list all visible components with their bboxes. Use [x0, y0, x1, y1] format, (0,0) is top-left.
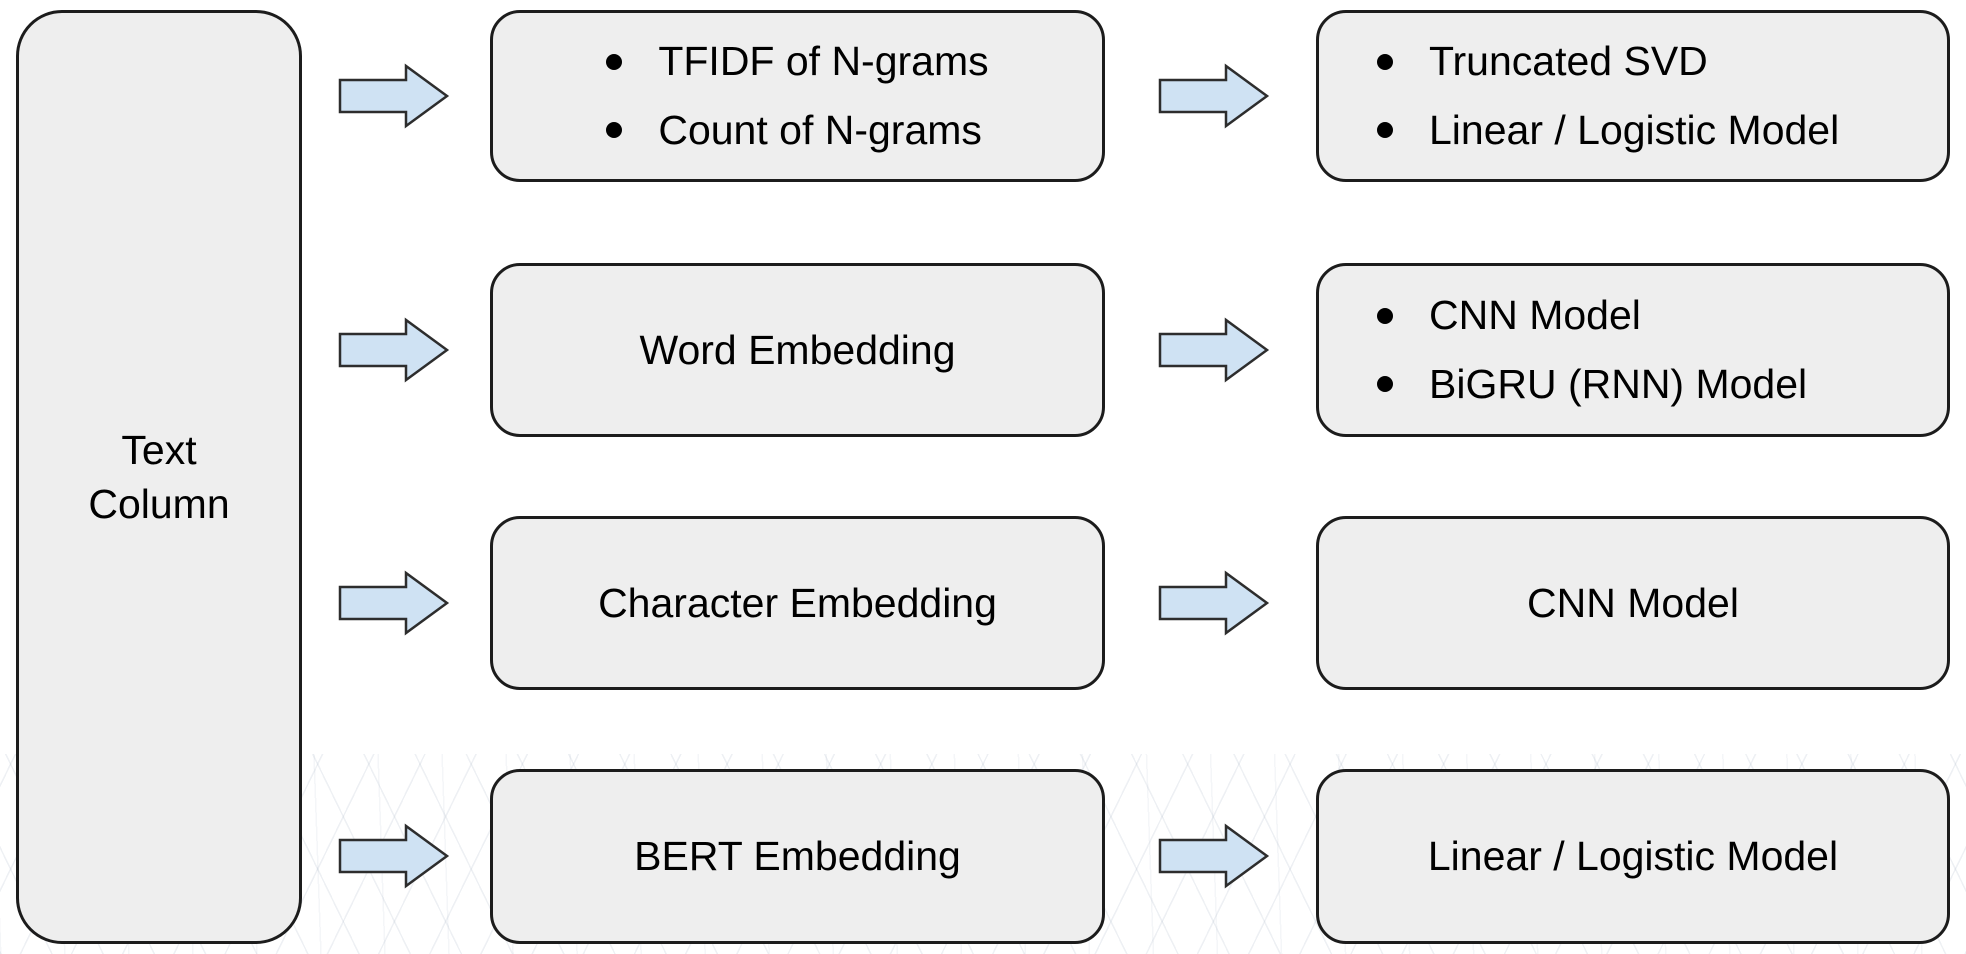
feature-box-character-embedding: Character Embedding — [490, 516, 1105, 690]
arrow-right-icon — [338, 63, 450, 129]
feature-box-ngrams: TFIDF of N-grams Count of N-grams — [490, 10, 1105, 182]
model-label: Linear / Logistic Model — [1427, 833, 1839, 880]
bullet-label: CNN Model — [1429, 292, 1641, 339]
arrow-right-icon — [338, 317, 450, 383]
bullet-label: TFIDF of N-grams — [658, 38, 989, 85]
arrow-right-icon — [338, 63, 450, 129]
model-box-cnn: CNN Model — [1316, 516, 1950, 690]
bullet-label: Truncated SVD — [1429, 38, 1708, 85]
list-item: Truncated SVD — [1377, 34, 1839, 89]
arrow-right-icon — [338, 570, 450, 636]
bullet-label: BiGRU (RNN) Model — [1429, 361, 1808, 407]
list-item: TFIDF of N-grams — [606, 34, 989, 89]
bullet-icon — [1377, 122, 1393, 139]
arrow-right-icon — [1158, 823, 1270, 889]
bullet-icon — [1377, 376, 1393, 393]
list-item: Count of N-grams — [606, 103, 988, 158]
feature-box-word-embedding: Word Embedding — [490, 263, 1105, 437]
arrow-right-icon — [1158, 63, 1270, 129]
arrow-right-icon — [1158, 823, 1270, 889]
arrow-right-icon — [338, 317, 450, 383]
arrow-right-icon — [1158, 570, 1270, 636]
bullet-icon — [606, 53, 623, 70]
arrow-right-icon — [338, 570, 450, 636]
text-column-label: Text Column — [88, 426, 230, 527]
model-box-svd-linear: Truncated SVD Linear / Logistic Model — [1316, 10, 1950, 182]
bullet-icon — [1377, 307, 1393, 324]
arrow-right-icon — [338, 823, 450, 889]
arrow-right-icon — [1158, 63, 1270, 129]
arrow-right-icon — [1158, 317, 1270, 383]
feature-label: Word Embedding — [639, 326, 956, 373]
bullet-icon — [606, 122, 623, 139]
feature-label: Character Embedding — [598, 579, 997, 626]
arrow-right-icon — [1158, 570, 1270, 636]
bullet-label: Count of N-grams — [658, 107, 982, 153]
bullet-label: Linear / Logistic Model — [1429, 107, 1840, 153]
bullet-icon — [1377, 53, 1393, 70]
list-item: CNN Model — [1377, 288, 1807, 343]
list-item: BiGRU (RNN) Model — [1377, 357, 1807, 412]
arrow-right-icon — [338, 823, 450, 889]
text-column-box: Text Column — [16, 10, 302, 944]
model-box-linear-logistic: Linear / Logistic Model — [1316, 769, 1950, 944]
model-label: CNN Model — [1527, 579, 1739, 626]
list-item: Linear / Logistic Model — [1377, 103, 1839, 158]
feature-label: BERT Embedding — [634, 833, 961, 880]
feature-box-bert-embedding: BERT Embedding — [490, 769, 1105, 944]
model-box-cnn-bigru: CNN Model BiGRU (RNN) Model — [1316, 263, 1950, 437]
arrow-right-icon — [1158, 317, 1270, 383]
